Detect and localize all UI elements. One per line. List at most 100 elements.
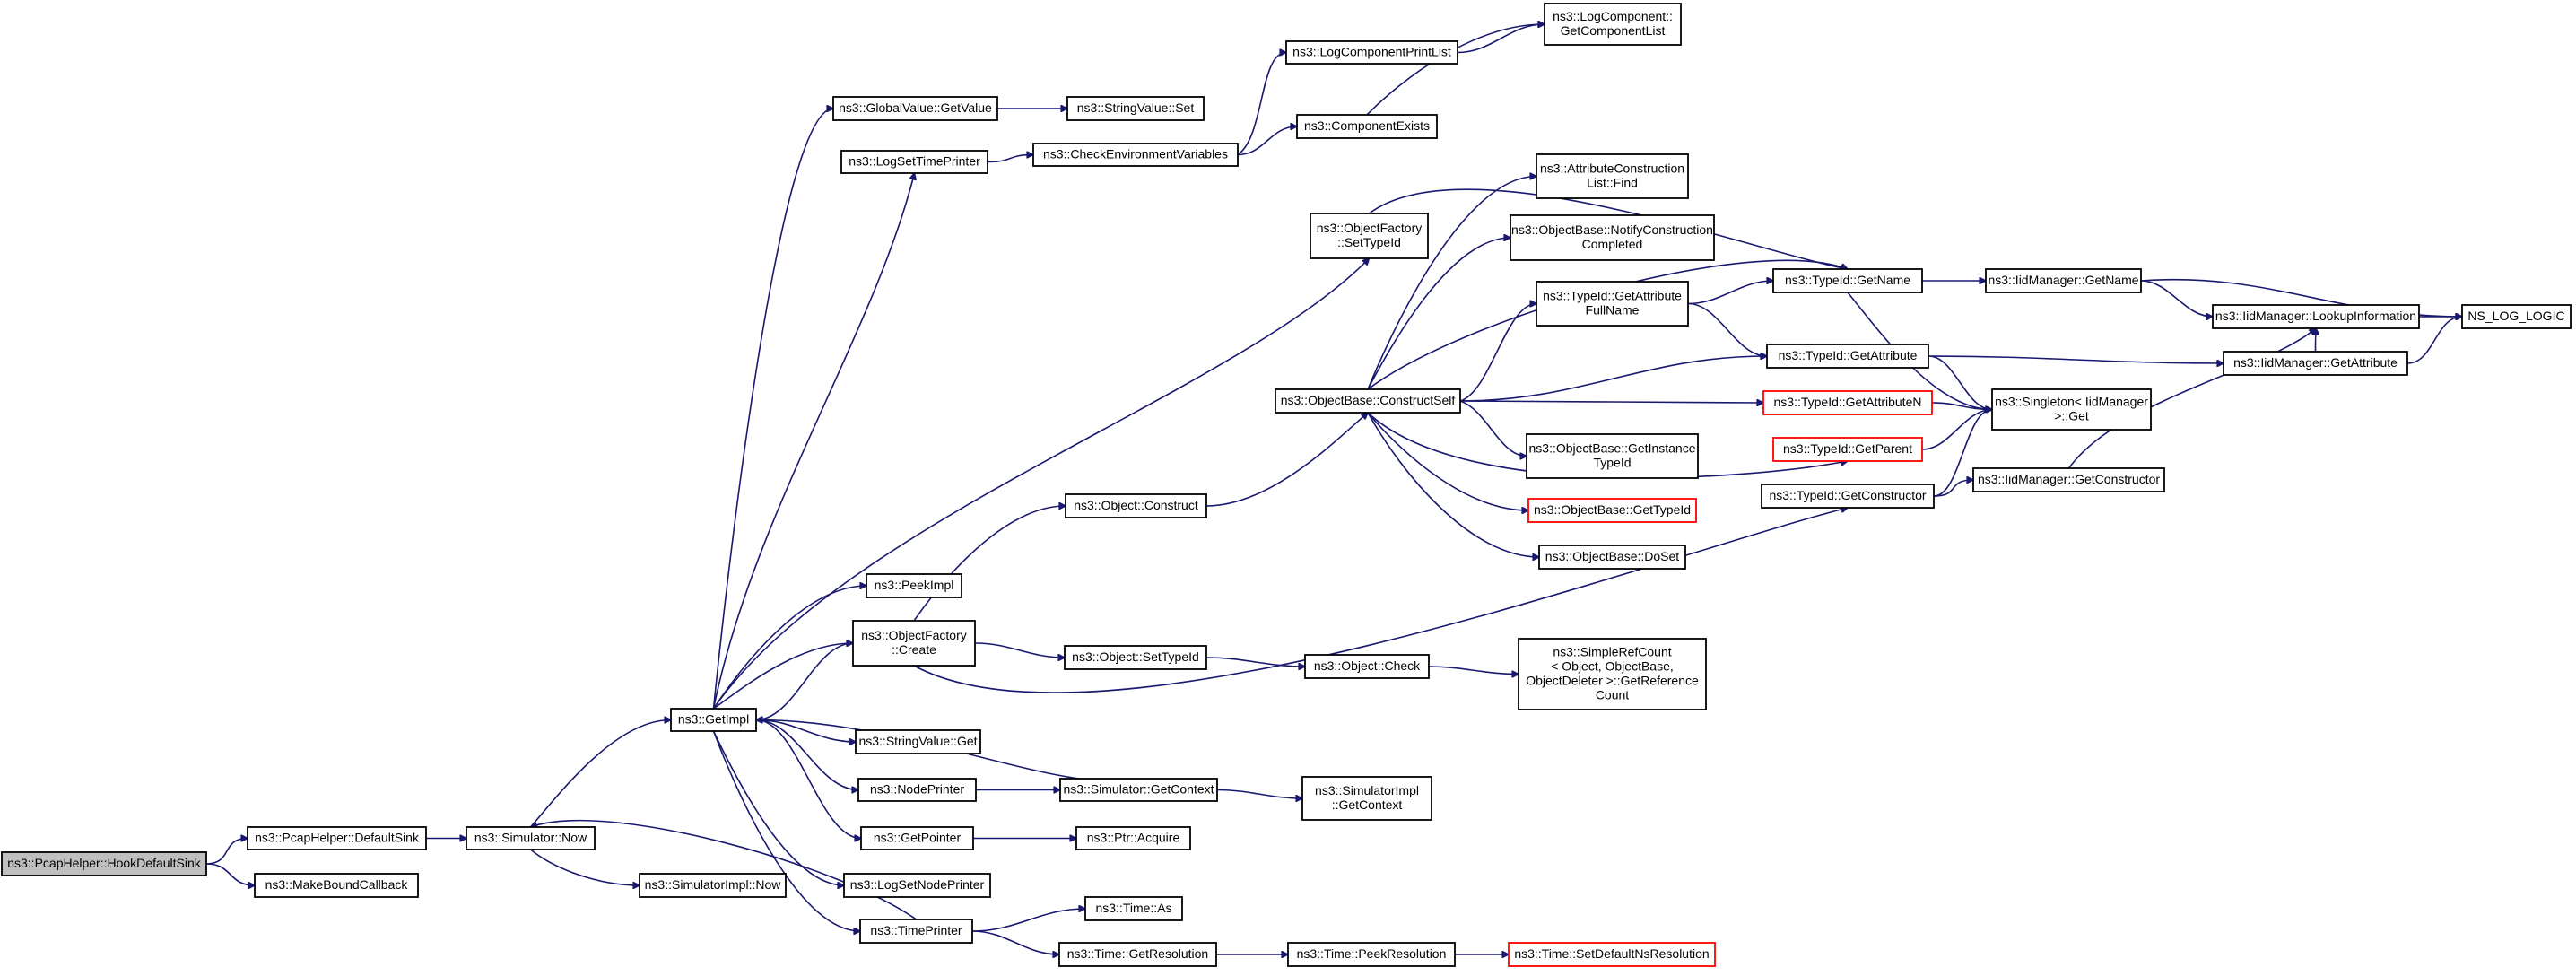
node-time-get-resolution[interactable]: ns3::Time::GetResolution [1058,942,1217,967]
node-time-printer[interactable]: ns3::TimePrinter [859,919,973,944]
node-iid-get-attribute[interactable]: ns3::IidManager::GetAttribute [2223,351,2408,376]
node-hook-default-sink[interactable]: ns3::PcapHelper::HookDefaultSink [1,851,207,876]
node-obj-check[interactable]: ns3::Object::Check [1304,654,1430,679]
node-sv-get[interactable]: ns3::StringValue::Get [855,729,981,754]
node-simple-ref-count[interactable]: ns3::SimpleRefCount< Object, ObjectBase,… [1518,638,1707,710]
node-singleton-get[interactable]: ns3::Singleton< IidManager>::Get [1991,388,2152,431]
node-box [1972,467,2165,492]
edge-of-create-to-get-impl [756,642,854,720]
node-sim-impl-now[interactable]: ns3::SimulatorImpl::Now [639,873,787,898]
node-label: ns3::StringValue::Get [858,734,977,748]
node-label: >::Get [2054,409,2089,423]
node-box [670,708,757,732]
edge-get-impl-to-get-pointer [755,719,861,839]
node-box [1059,778,1218,802]
node-box [1766,344,1929,369]
node-of-create[interactable]: ns3::ObjectFactory::Create [852,620,976,667]
node-label: ns3::ObjectBase::ConstructSelf [1281,393,1456,407]
node-label: FullName [1586,303,1640,318]
node-ob-notify-constr[interactable]: ns3::ObjectBase::NotifyConstructionCompl… [1510,214,1715,261]
node-obj-construct[interactable]: ns3::Object::Construct [1065,493,1207,518]
node-log-set-time-printer[interactable]: ns3::LogSetTimePrinter [840,150,988,174]
node-box [1526,433,1699,479]
call-edges [205,24,2462,954]
node-peek-impl[interactable]: ns3::PeekImpl [866,573,962,598]
node-iid-lookup-info[interactable]: ns3::IidManager::LookupInformation [2212,304,2420,329]
node-make-bound-callback[interactable]: ns3::MakeBoundCallback [254,873,419,898]
node-sv-set[interactable]: ns3::StringValue::Set [1066,96,1205,121]
node-iid-get-constructor[interactable]: ns3::IidManager::GetConstructor [1972,467,2165,492]
node-sim-impl-get-context[interactable]: ns3::SimulatorImpl::GetContext [1301,776,1432,821]
node-label: ns3::StringValue::Set [1077,100,1195,115]
node-log-comp-print-list[interactable]: ns3::LogComponentPrintList [1285,40,1458,65]
node-box [1538,545,1686,570]
node-tid-get-attribute[interactable]: ns3::TypeId::GetAttribute [1766,344,1929,369]
node-label: ns3::TypeId::GetAttribute [1543,289,1682,303]
node-box [1985,268,2142,293]
node-label: GetComponentList [1561,23,1666,38]
node-node-printer[interactable]: ns3::NodePrinter [857,778,977,802]
node-label: ns3::Object::SetTypeId [1072,649,1199,664]
node-label: ns3::ComponentExists [1304,118,1430,133]
node-box [1064,645,1207,670]
edge-get-impl-to-time-printer [712,730,861,931]
node-get-impl[interactable]: ns3::GetImpl [670,708,757,732]
node-box [1065,493,1207,518]
node-ns-log-logic[interactable]: NS_LOG_LOGIC [2461,304,2572,329]
node-time-as[interactable]: ns3::Time::As [1084,896,1183,921]
node-time-set-default-ns-res[interactable]: ns3::Time::SetDefaultNsResolution [1508,942,1716,967]
node-label: ns3::AttributeConstruction [1540,161,1684,176]
node-label: ns3::Object::Construct [1074,498,1198,512]
node-tid-get-parent[interactable]: ns3::TypeId::GetParent [1772,437,1923,462]
node-label: ns3::NodePrinter [870,782,964,797]
node-label: ns3::GetPointer [874,831,962,845]
node-gv-get-value[interactable]: ns3::GlobalValue::GetValue [832,96,998,121]
node-get-component-list[interactable]: ns3::LogComponent::GetComponentList [1544,3,1682,46]
edge-tid-get-attr-full-name-to-tid-get-attribute [1687,302,1767,357]
edge-iid-get-name-to-iid-lookup-info [2140,280,2213,317]
node-ob-get-type-id[interactable]: ns3::ObjectBase::GetTypeId [1527,498,1697,523]
node-tid-get-name[interactable]: ns3::TypeId::GetName [1772,268,1923,293]
node-label: ns3::MakeBoundCallback [265,877,409,892]
node-box [1287,942,1456,967]
node-sim-get-context[interactable]: ns3::Simulator::GetContext [1059,778,1218,802]
node-time-peek-resolution[interactable]: ns3::Time::PeekResolution [1287,942,1456,967]
node-ptr-acquire[interactable]: ns3::Ptr::Acquire [1075,826,1191,850]
node-box [1527,498,1697,523]
node-label: NS_LOG_LOGIC [2467,309,2564,323]
node-box [1084,896,1183,921]
node-sim-now[interactable]: ns3::Simulator::Now [466,826,596,850]
node-label: ns3::Time::As [1095,901,1171,915]
node-tid-get-constructor[interactable]: ns3::TypeId::GetConstructor [1761,484,1935,509]
node-box [857,778,977,802]
node-of-set-type-id[interactable]: ns3::ObjectFactory::SetTypeId [1310,213,1429,259]
node-box [2461,304,2572,329]
node-label: ns3::IidManager::GetConstructor [1978,472,2160,486]
edge-of-set-type-id-to-tid-get-name [1369,188,1849,269]
node-obj-set-type-id[interactable]: ns3::Object::SetTypeId [1064,645,1207,670]
node-box [843,873,991,898]
edge-ob-construct-self-to-ob-get-type-id [1367,412,1528,510]
node-check-env[interactable]: ns3::CheckEnvironmentVariables [1032,143,1239,167]
edge-tid-get-constructor-to-singleton-get [1933,410,1992,497]
node-default-sink[interactable]: ns3::PcapHelper::DefaultSink [247,826,427,850]
node-label: < Object, ObjectBase, [1551,659,1674,674]
node-ob-do-set[interactable]: ns3::ObjectBase::DoSet [1538,545,1686,570]
node-component-exists[interactable]: ns3::ComponentExists [1296,114,1438,139]
node-box [1032,143,1239,167]
edge-of-create-to-tid-get-constructor [913,508,1848,693]
node-iid-get-name[interactable]: ns3::IidManager::GetName [1985,268,2142,293]
node-get-pointer[interactable]: ns3::GetPointer [860,826,974,850]
node-box [1508,942,1716,967]
edge-obj-check-to-simple-ref-count [1428,666,1519,675]
node-box [247,826,427,850]
node-label: ::GetContext [1332,797,1403,812]
node-ob-construct-self[interactable]: ns3::ObjectBase::ConstructSelf [1275,388,1461,414]
node-tid-get-attribute-n[interactable]: ns3::TypeId::GetAttributeN [1762,390,1933,415]
edge-time-printer-to-time-as [971,909,1085,932]
node-label: ns3::Time::PeekResolution [1297,946,1447,961]
node-log-set-node-printer[interactable]: ns3::LogSetNodePrinter [843,873,991,898]
